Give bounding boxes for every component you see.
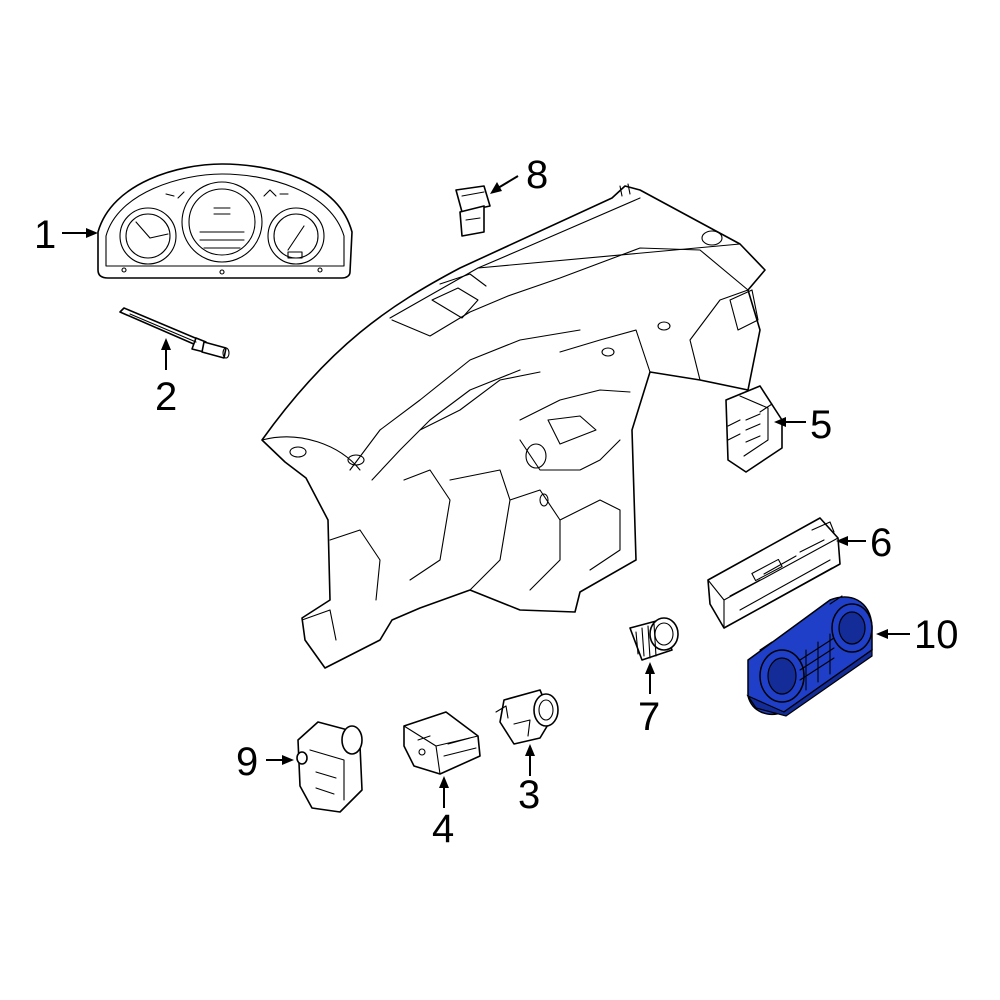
ignition-switch[interactable] <box>495 689 559 745</box>
control-panel[interactable] <box>707 517 841 629</box>
callout-arrows <box>62 175 910 808</box>
switch-bracket[interactable] <box>403 711 481 775</box>
callout-labels: 1 2 3 4 5 6 7 8 9 10 <box>34 153 959 851</box>
knob[interactable] <box>629 617 679 661</box>
callout-label-9: 9 <box>236 740 258 784</box>
callout-label-10: 10 <box>914 613 959 657</box>
climate-control-unit[interactable] <box>746 595 873 717</box>
dashboard-frame <box>261 183 766 669</box>
rod[interactable] <box>119 307 230 359</box>
callout-label-5: 5 <box>810 403 832 447</box>
callout-label-8: 8 <box>526 153 548 197</box>
headlamp-switch[interactable] <box>296 721 363 813</box>
callout-label-3: 3 <box>518 773 540 817</box>
callout-label-7: 7 <box>638 695 660 739</box>
callout-label-1: 1 <box>34 213 56 257</box>
callout-label-6: 6 <box>870 521 892 565</box>
callout-label-4: 4 <box>432 807 454 851</box>
instrument-cluster[interactable] <box>97 163 353 279</box>
callout-label-2: 2 <box>155 375 177 419</box>
small-switch[interactable] <box>455 185 491 237</box>
switch-panel[interactable] <box>725 385 783 473</box>
